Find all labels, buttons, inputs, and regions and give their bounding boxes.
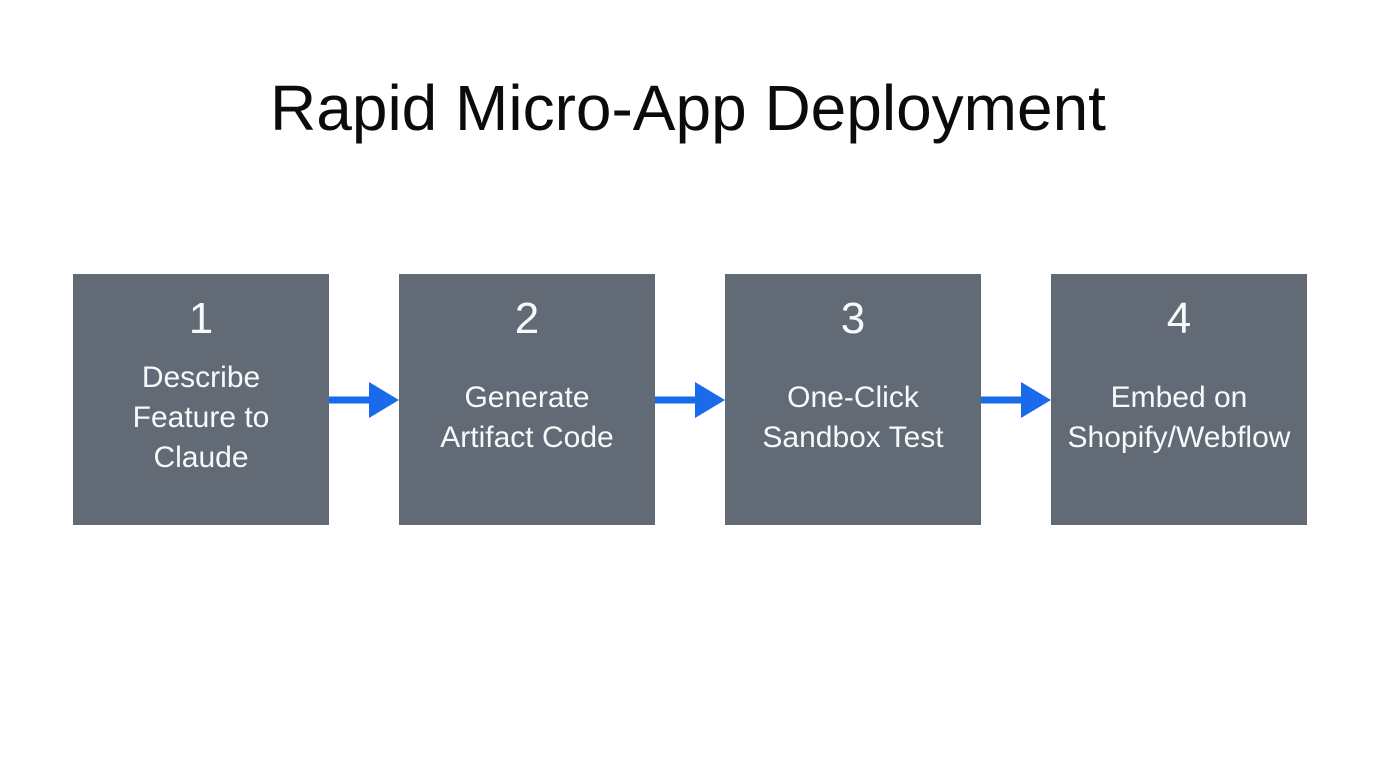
step-box-3: 3 One-Click Sandbox Test [725, 274, 981, 525]
right-arrow-icon [981, 381, 1051, 418]
step-number: 2 [514, 294, 540, 343]
right-arrow-icon [329, 381, 399, 418]
process-flow: 1 Describe Feature to Claude 2 Generate … [73, 274, 1307, 525]
step-label: Describe Feature to Claude [132, 360, 270, 474]
step-box-1: 1 Describe Feature to Claude [73, 274, 329, 525]
step-label-area: One-Click Sandbox Test [725, 345, 981, 525]
step-box-4: 4 Embed on Shopify/Webflow [1051, 274, 1307, 525]
step-number: 4 [1166, 294, 1192, 343]
step-label-area: Describe Feature to Claude [73, 345, 329, 525]
page-title: Rapid Micro-App Deployment [270, 72, 1106, 144]
step-box-2: 2 Generate Artifact Code [399, 274, 655, 525]
step-label-area: Generate Artifact Code [399, 345, 655, 525]
right-arrow-icon [655, 381, 725, 418]
step-label: One-Click Sandbox Test [762, 380, 944, 454]
step-label: Embed on Shopify/Webflow [1067, 380, 1291, 454]
step-number: 3 [840, 294, 866, 343]
step-number: 1 [188, 294, 214, 343]
step-label-area: Embed on Shopify/Webflow [1051, 345, 1307, 525]
step-label: Generate Artifact Code [440, 380, 614, 454]
